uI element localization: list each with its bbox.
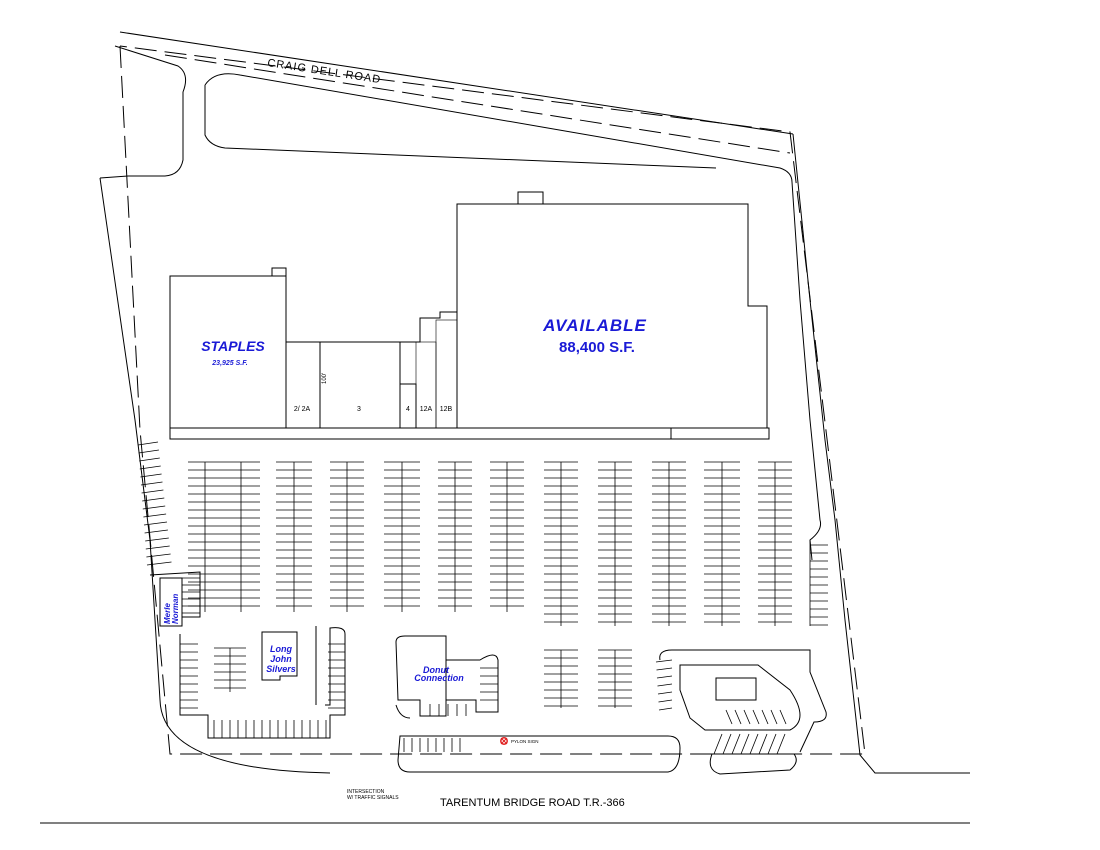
parking-stall-line: [658, 699, 673, 703]
parking-stall-line: [143, 521, 168, 526]
parking-stall-line: [145, 545, 170, 550]
donut-connection-building: [395, 635, 499, 719]
parking-stall-line: [725, 709, 733, 725]
parking-stall-line: [142, 497, 165, 502]
dimension-label: 100': [322, 373, 328, 384]
donut-label-2: Connection: [414, 673, 464, 683]
available-area: 88,400 S.F.: [559, 339, 635, 356]
parking-stall-line: [144, 529, 168, 534]
parking-stall-line: [731, 733, 741, 755]
ljs-label-1: Long: [270, 644, 292, 654]
merle-label-1: Merle: [163, 603, 172, 624]
parking-stall-line: [656, 667, 673, 671]
donut-label-1: Donut: [423, 665, 450, 675]
available-label: AVAILABLE: [542, 316, 647, 335]
parking-stall-line: [143, 513, 167, 518]
parking-stall-line: [767, 733, 777, 755]
parking-stall-line: [657, 691, 673, 695]
parking-stall-line: [749, 733, 759, 755]
long-john-silvers-building: [261, 631, 298, 681]
parking-stall-line: [734, 709, 742, 725]
staples-label: STAPLES: [201, 338, 265, 354]
parking-stall-line: [776, 733, 786, 755]
parking-stall-line: [137, 441, 159, 446]
parking-stall-line: [761, 709, 769, 725]
craig-dell-road: [99, 31, 970, 774]
unit-label-12b: 12B: [440, 406, 453, 413]
parking-stall-line: [656, 675, 673, 679]
ljs-pad: [179, 626, 346, 739]
ljs-label-3: Silvers: [266, 664, 296, 674]
parking-stall-line: [658, 707, 673, 711]
unit-label-2-2a: 2/ 2A: [294, 406, 311, 413]
merle-norman-building: [149, 571, 201, 627]
property-boundary: [119, 45, 866, 755]
parking-stall-line: [722, 733, 732, 755]
frontage-strip: [397, 735, 681, 773]
parking-stall-line: [138, 449, 159, 454]
tarentum-bridge-road-label: TARENTUM BRIDGE ROAD T.R.-366: [440, 797, 625, 809]
parking-stall-line: [740, 733, 750, 755]
unit-label-3: 3: [357, 406, 361, 413]
parking-stall-line: [142, 505, 166, 510]
parking-stall-line: [752, 709, 760, 725]
parking-stall-line: [140, 473, 162, 478]
pylon-label: PYLON SIGN: [511, 739, 539, 744]
available-building: [456, 191, 768, 429]
right-pad: [659, 649, 827, 775]
parking-stall-line: [145, 537, 169, 542]
parking-stall-line: [713, 733, 723, 755]
parking-stall-line: [141, 489, 164, 494]
intersection-label-1: INTERSECTION: [347, 789, 385, 795]
parking-stall-line: [743, 709, 751, 725]
parking-stall-line: [770, 709, 778, 725]
parking-stall-line: [655, 659, 673, 663]
parking-stall-line: [139, 457, 160, 462]
parking-stall-line: [779, 709, 787, 725]
pylon-sign: PYLON SIGN: [500, 737, 539, 745]
unit-label-12a: 12A: [420, 406, 433, 413]
craig-dell-road-label: CRAIG DELL ROAD: [267, 57, 382, 86]
parking-stall-line: [140, 481, 163, 486]
staples-area: 23,925 S.F.: [211, 360, 247, 367]
unit-label-4: 4: [406, 406, 410, 413]
parking-stall-line: [758, 733, 768, 755]
parking-stall-line: [146, 561, 172, 566]
parking-stall-line: [139, 465, 161, 470]
parking-stall-line: [657, 683, 673, 687]
ljs-label-2: John: [270, 654, 292, 664]
parking-field: [137, 441, 828, 755]
parking-stall-line: [146, 553, 171, 558]
merle-label-2: Norman: [171, 594, 180, 624]
sidewalk: [169, 427, 770, 440]
intersection-label-2: W/ TRAFFIC SIGNALS: [347, 795, 399, 801]
